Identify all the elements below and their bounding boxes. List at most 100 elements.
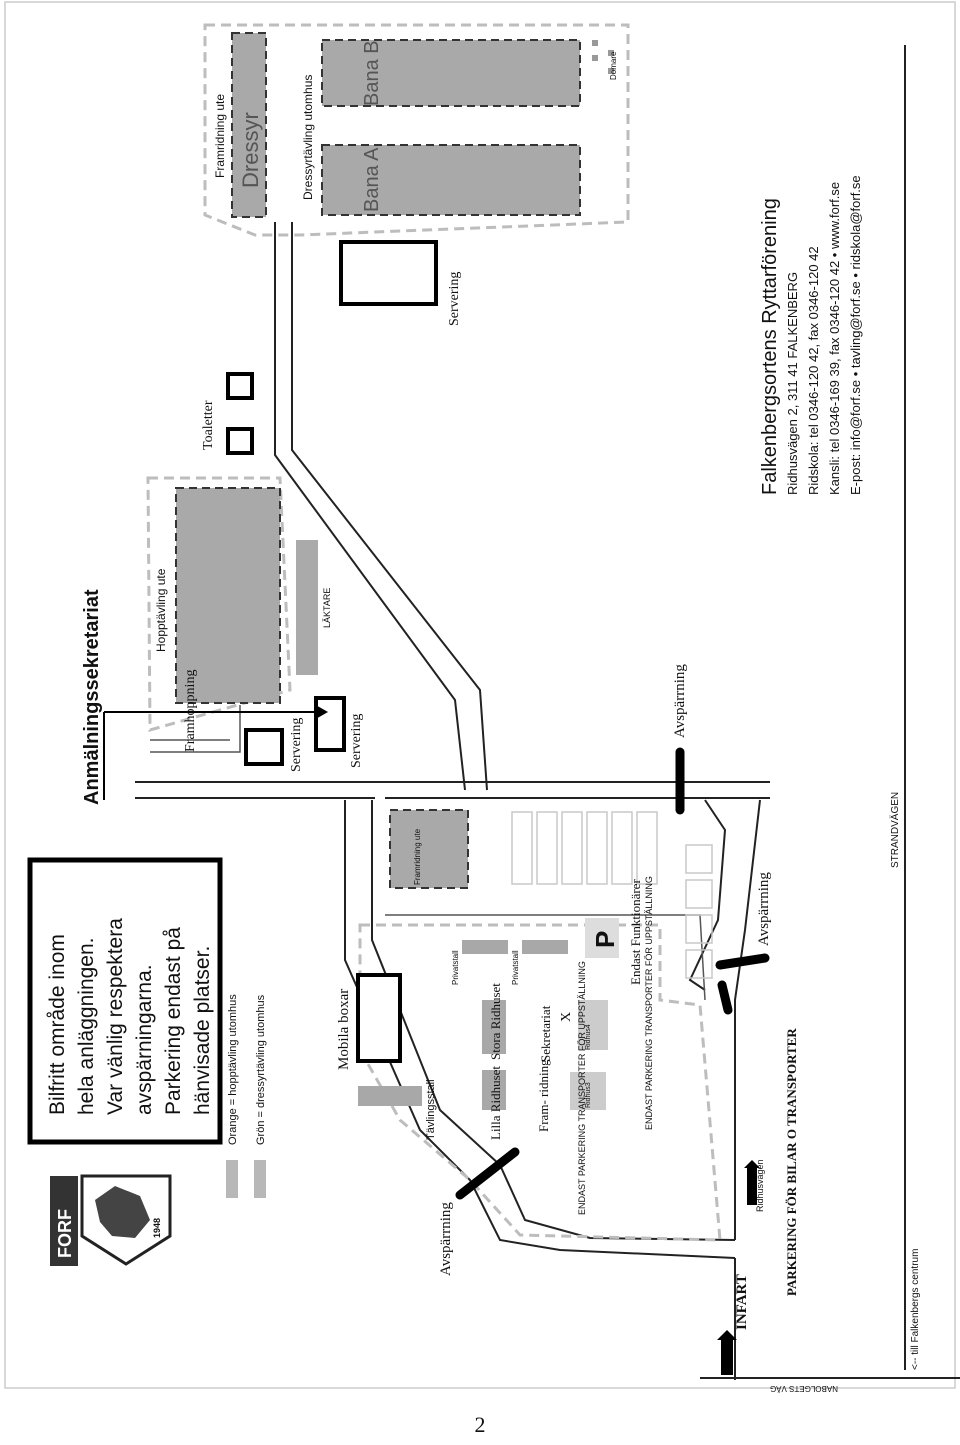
stable-complex-outline [358,923,722,1242]
label-servering-1: Servering [289,718,304,772]
label-infart: INFART [734,1274,750,1330]
p-sign-box [585,918,619,958]
ridhus3-building [570,1072,606,1110]
label-stora-ridhuset: Stora Ridhuset [488,983,503,1060]
framridning-ute-lower-field [389,809,469,889]
parkering-arrow-head [744,1160,760,1168]
servering-box-1 [244,728,284,766]
label-endast-funktionarer: Endast Funktionärer [628,879,643,985]
west-loop-road-outer [344,800,736,1259]
page-number: 2 [474,1412,486,1437]
label-servering-top: Servering [447,272,462,326]
entry-road-c [688,799,727,991]
barrier-left [455,1147,520,1200]
label-servering-2: Servering [349,714,364,768]
notice-box [27,857,223,1145]
hopptavling-field [175,487,281,704]
toalett-box-2 [226,427,254,455]
label-bana-a: Bana A [361,147,383,212]
framridning-ute-field [231,32,267,218]
bana-b-field [321,39,581,107]
map-frame [4,1,956,1389]
barrier-middle-2 [717,980,733,1015]
label-domare: Domare [609,51,618,80]
club-ridskola: Ridskola: tel 0346-120 42, fax 0346-120 … [806,246,821,495]
inner-yard-road [385,914,706,1001]
barrier-middle-1 [715,953,770,970]
dressage-area-outline [203,23,630,237]
mobila-boxar-box [356,973,402,1063]
privatstall-building-1 [462,940,508,954]
label-privatstall-1: Privatstall [451,950,460,985]
domare-marker-3 [608,50,614,56]
label-toaletter: Toaletter [201,400,216,450]
label-endast-parkering-1: ENDAST PARKERING TRANSPORTER FÖR UPPSTÄL… [577,961,587,1215]
label-tavlingsstall: Tävlingsstall [425,1079,437,1140]
ridhus4-building [578,1000,608,1050]
label-parkering-bilar: PARKERING FÖR BILAR O TRANSPORTER [784,1028,799,1296]
label-avsparrning-right: Avspärrning [672,664,688,738]
club-email: E-post: info@forf.se • tavling@forf.se •… [848,175,863,495]
lilla-ridhuset-building [482,1070,506,1110]
rider-icon [95,1186,150,1238]
legend-green: Grön = dressyrtävling utomhus [255,994,267,1145]
domare-marker-1 [592,40,598,46]
notice-text: Bilfritt område inom hela anläggningen. … [46,918,214,1115]
toalett-box-1 [226,372,254,400]
club-address: Ridhusvägen 2, 311 41 FALKENBERG [785,272,800,495]
legend-orange: Orange = hopptävling utomhus [227,994,239,1145]
label-framridning-ute: Framridning ute [213,94,227,178]
hopp-side-road-a [150,705,241,753]
anmalning-pointer-arrow [314,704,328,720]
label-privatstall-2: Privatstall [511,950,520,985]
infart-arrow-head [717,1330,737,1340]
club-name: Falkenbergsortens Ryttarförening [759,198,781,495]
legend-swatch-orange [226,1160,238,1198]
domare-marker-2 [592,55,598,61]
label-framridning: Fram- ridning [536,1059,551,1132]
label-lilla-ridhuset: Lilla Ridhuset [488,1066,503,1140]
notice-line-1: Bilfritt område inom [46,934,69,1115]
label-endast-parkering-2: ENDAST PARKERING TRANSPORTER FÖR UPPSTÄL… [644,876,654,1130]
laktare-stand [296,540,318,675]
label-anmalningssekretariat: Anmälningssekretariat [81,589,103,805]
notice-line-5: Parkering endast på [162,927,185,1115]
label-kansli-x: X [559,1012,574,1022]
stora-ridhuset-building [482,1000,506,1054]
main-road-east [291,222,488,791]
domare-marker-4 [608,68,614,74]
label-strandvagen: STRANDVÄGEN [889,792,901,868]
label-sekretariat: Sekretariat [538,1005,553,1062]
main-road-west [274,222,466,791]
label-bana-b: Bana B [361,40,383,106]
label-laktare: LÄKTARE [322,588,332,628]
club-kansli: Kansli: tel 0346-169 39, fax 0346-120 42… [827,182,842,495]
label-framridning-ute-lower: Framridning ute [413,828,422,885]
bana-a-field [321,144,581,216]
logo-year: 1948 [152,1218,162,1238]
label-dressyrtavling: Dressyrtävling utomhus [301,75,315,200]
parking-stalls-upper [511,811,713,979]
legend-swatch-green [254,1160,266,1198]
label-mobila-boxar: Mobila boxar [336,989,352,1070]
servering-box-top [339,240,438,306]
servering-box-2 [314,696,346,752]
label-dressyr: Dressyr [238,112,263,188]
notice-line-6: hänvisade platser. [191,946,214,1115]
label-framhoppning: Framhoppning [183,670,198,752]
label-hopptavling-ute: Hopptävling ute [154,568,168,652]
label-nabolgets-vag: NABOLGETS VÄG [770,1384,838,1393]
label-ridhus3: Ridhus3 [585,1082,592,1108]
hopp-area-outline [146,476,292,732]
label-ridhusvagen: Ridhusvägen [755,1159,765,1212]
forf-logo: FORF 1948 [50,1174,172,1266]
notice-line-4: avspärningarna. [133,964,156,1115]
notice-line-2: hela anläggningen. [75,938,98,1116]
label-ridhus4: Ridhus4 [585,1024,592,1050]
label-p-sign: P [590,931,620,948]
label-till-centrum: <-- till Falkenbergs centrum [910,1249,921,1370]
logo-text: FORF [55,1209,75,1258]
label-avsparrning-left: Avspärrning [438,1202,454,1276]
